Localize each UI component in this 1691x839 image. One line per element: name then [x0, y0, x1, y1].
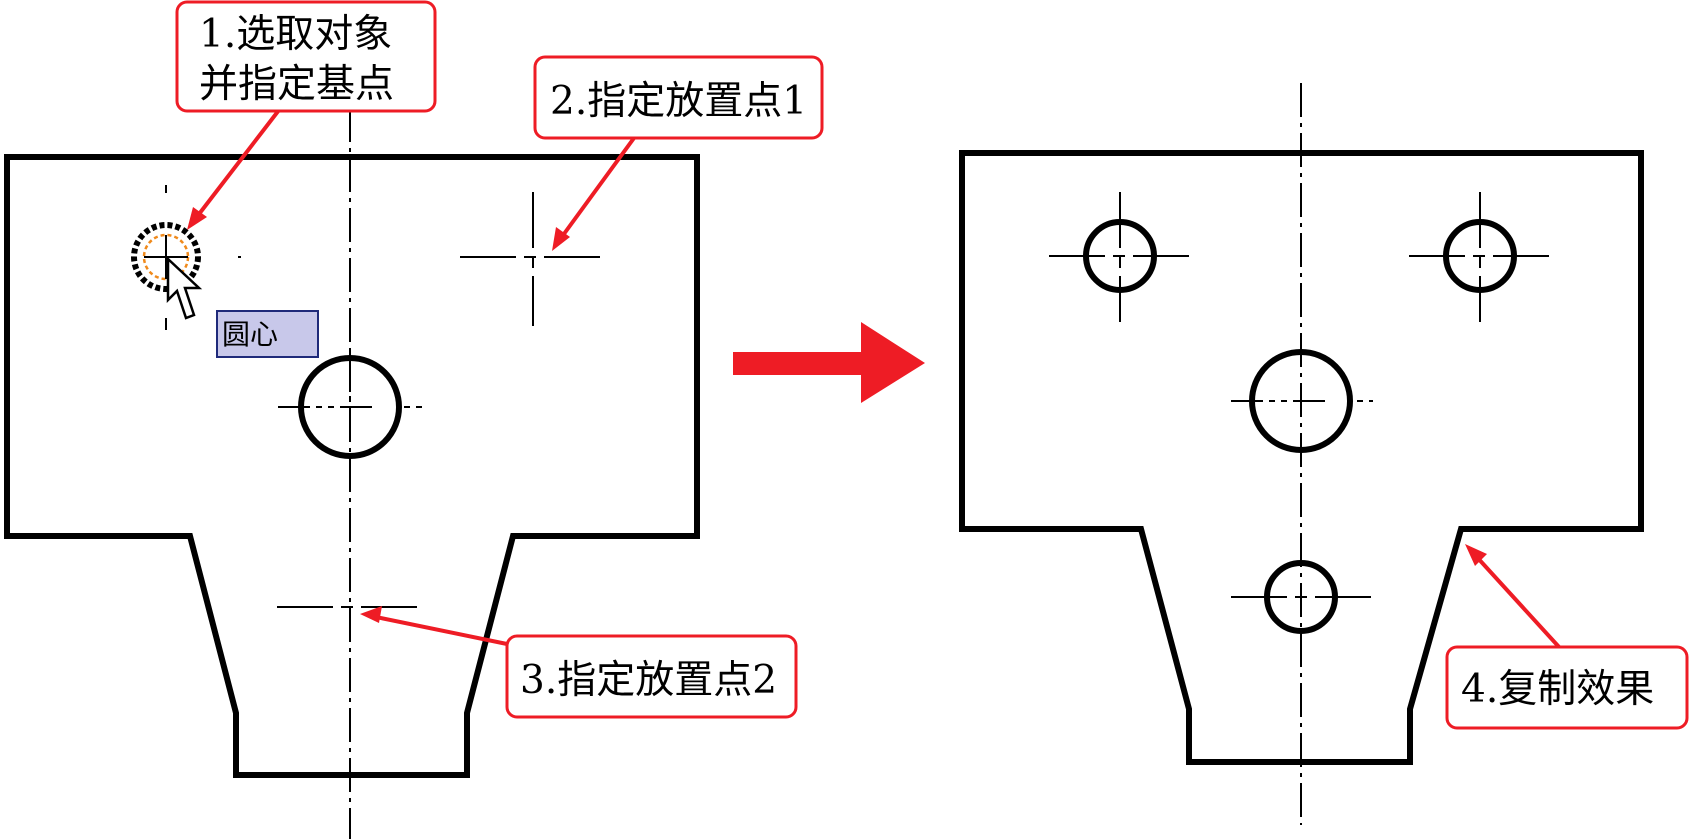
- callout-step-2: 2.指定放置点1: [533, 55, 824, 251]
- callout-step-2-label: 2.指定放置点1: [550, 79, 807, 124]
- right-lower-hole: [1231, 560, 1373, 634]
- callout-step-3-label: 3.指定放置点2: [520, 658, 777, 703]
- copied-hole-2: [1409, 192, 1552, 322]
- selected-small-hole: [131, 185, 241, 330]
- left-part-outline: [4, 154, 700, 778]
- callout-step-1-line1: 1.选取对象: [199, 12, 392, 57]
- callout-step-1-line2: 并指定基点: [199, 62, 394, 107]
- placement-point-1: [460, 192, 607, 326]
- callout-step-1: 1.选取对象 并指定基点: [175, 0, 437, 230]
- right-drawing: [959, 83, 1644, 825]
- osnap-tooltip-label: 圆心: [222, 318, 278, 351]
- right-large-hole: [1231, 349, 1373, 453]
- copied-hole-1: [1049, 192, 1192, 322]
- osnap-tooltip: 圆心: [216, 310, 319, 358]
- left-drawing: 圆心: [4, 108, 700, 839]
- callout-step-4: 4.复制效果: [1445, 544, 1689, 730]
- callout-step-3: 3.指定放置点2: [360, 606, 798, 719]
- right-arrow: [733, 322, 925, 403]
- right-part-outline: [959, 150, 1644, 765]
- callout-step-4-label: 4.复制效果: [1461, 667, 1654, 712]
- mouse-pointer-icon: [166, 256, 203, 320]
